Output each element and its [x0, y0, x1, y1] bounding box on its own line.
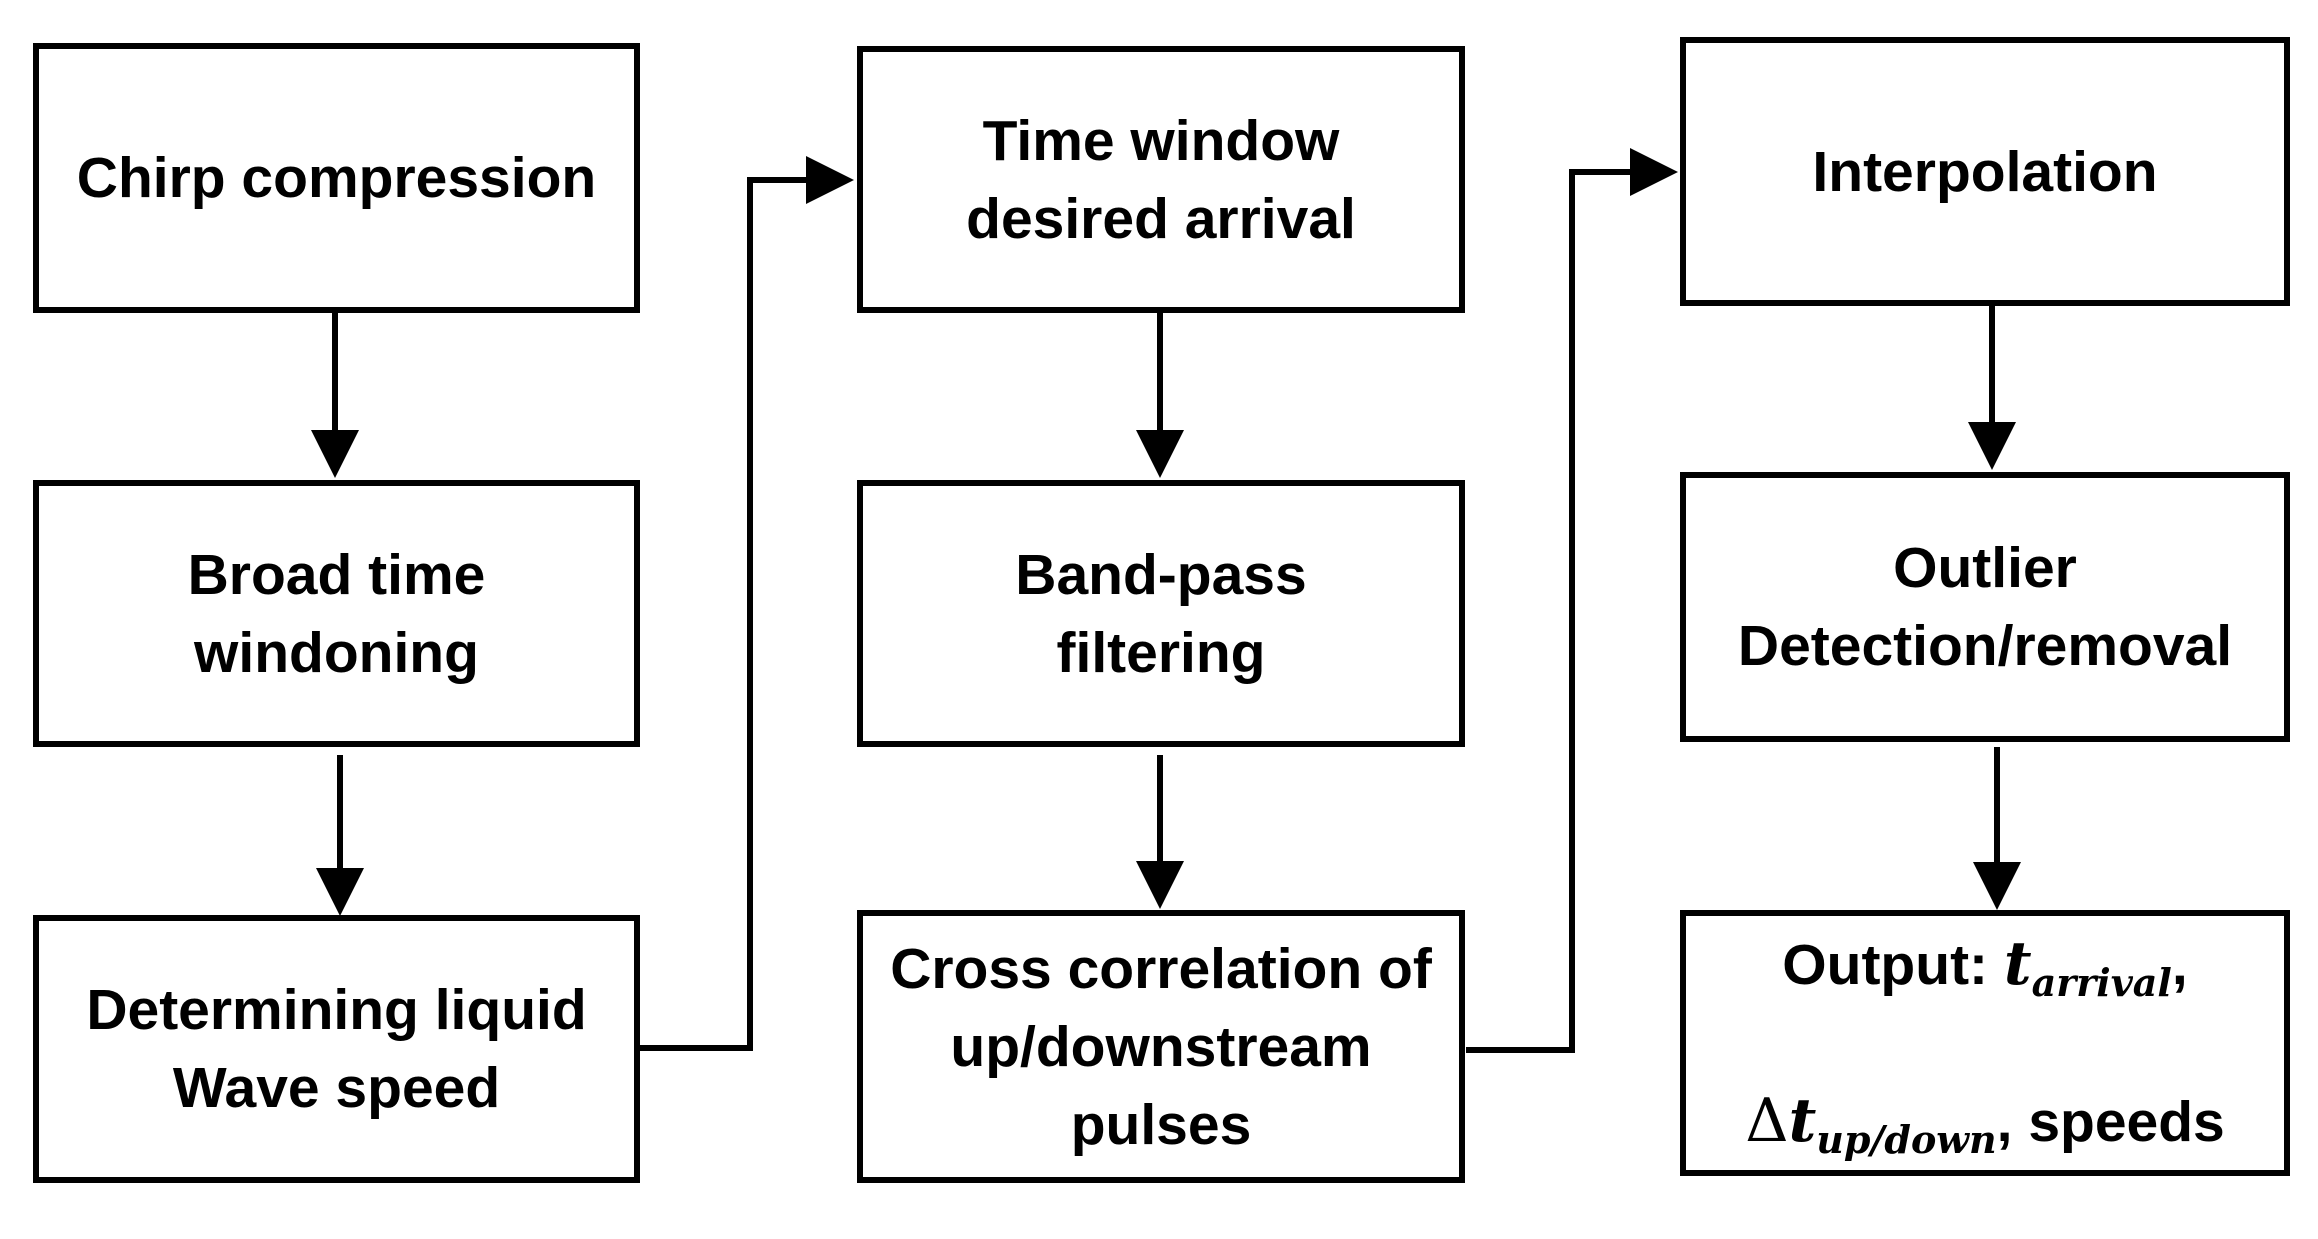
- determining-wave-speed-box: Determining liquid Wave speed: [33, 915, 640, 1183]
- chirp-compression-box: Chirp compression: [33, 43, 640, 313]
- t-arrival-symbol: tarrival: [2003, 929, 2172, 1005]
- flowchart-connectors: [311, 148, 2021, 1053]
- interpolation-label: Interpolation: [1812, 139, 2158, 204]
- cross-correlation-label: Cross correlation of up/downstream pulse…: [890, 936, 1432, 1157]
- time-window-arrival-label: Time window desired arrival: [966, 108, 1356, 251]
- broad-time-windowing-box: Broad time windoning: [33, 480, 640, 747]
- outlier-detection-box: Outlier Detection/removal: [1680, 472, 2290, 742]
- output-line-1: Output: tarrival,: [1745, 925, 2225, 1004]
- band-pass-filtering-box: Band-pass filtering: [857, 480, 1465, 747]
- cross-correlation-box: Cross correlation of up/downstream pulse…: [857, 910, 1465, 1183]
- t-updown-subscript: up/down: [1816, 1117, 1997, 1162]
- interpolation-box: Interpolation: [1680, 37, 2290, 306]
- output-box: Output: tarrival, Δtup/down, speeds: [1680, 910, 2290, 1176]
- delta-t-symbol: Δtup/down: [1745, 1086, 1997, 1162]
- arrow-determining-to-time-window: [640, 156, 854, 1051]
- output-label: Output: tarrival, Δtup/down, speeds: [1745, 847, 2225, 1239]
- arrow-cross-correlation-to-interpolation: [1466, 148, 1678, 1053]
- band-pass-filtering-label: Band-pass filtering: [1015, 542, 1307, 685]
- broad-time-windowing-label: Broad time windoning: [187, 542, 486, 685]
- outlier-detection-label: Outlier Detection/removal: [1737, 536, 2233, 678]
- output-prefix: Output:: [1782, 933, 2004, 997]
- determining-wave-speed-label: Determining liquid Wave speed: [86, 978, 587, 1120]
- chirp-compression-label: Chirp compression: [76, 146, 597, 210]
- t-arrival-subscript: arrival: [2031, 960, 2172, 1005]
- output-suffix: , speeds: [1996, 1090, 2225, 1154]
- delta-symbol: Δ: [1745, 1086, 1789, 1156]
- output-line-2: Δtup/down, speeds: [1745, 1082, 2225, 1161]
- output-comma: ,: [2171, 933, 2188, 997]
- time-window-arrival-box: Time window desired arrival: [857, 46, 1465, 313]
